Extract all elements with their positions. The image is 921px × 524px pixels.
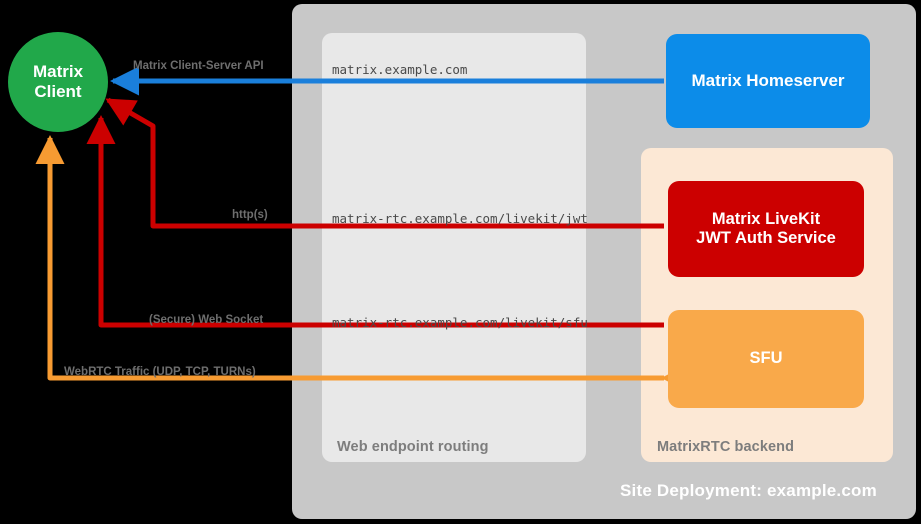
node-matrix-homeserver[interactable]: Matrix Homeserver	[666, 34, 870, 128]
node-sfu[interactable]: SFU	[668, 310, 864, 408]
endpoint-label-livekit-sfu: matrix-rtc.example.com/livekit/sfu	[332, 315, 588, 330]
edge-label-jwt-http: http(s)	[232, 209, 268, 221]
node-matrix-client[interactable]: Matrix Client	[8, 32, 108, 132]
edge-label-sfu-websocket: (Secure) Web Socket	[149, 314, 264, 326]
edge-label-client-server-api: Matrix Client-Server API	[133, 60, 264, 72]
panel-label-web-endpoint-routing: Web endpoint routing	[337, 439, 489, 455]
node-matrix-livekit-jwt-auth-service[interactable]: Matrix LiveKit JWT Auth Service	[668, 181, 864, 277]
endpoint-label-matrix-homeserver: matrix.example.com	[332, 62, 468, 77]
endpoint-label-livekit-jwt: matrix-rtc.example.com/livekit/jwt	[332, 211, 588, 226]
panel-web-endpoint-routing	[322, 33, 586, 462]
panel-label-matrixrtc-backend: MatrixRTC backend	[657, 439, 795, 455]
site-deployment-title: Site Deployment: example.com	[620, 481, 877, 500]
edge-label-webrtc-traffic: WebRTC Traffic (UDP, TCP, TURNs)	[64, 366, 256, 378]
